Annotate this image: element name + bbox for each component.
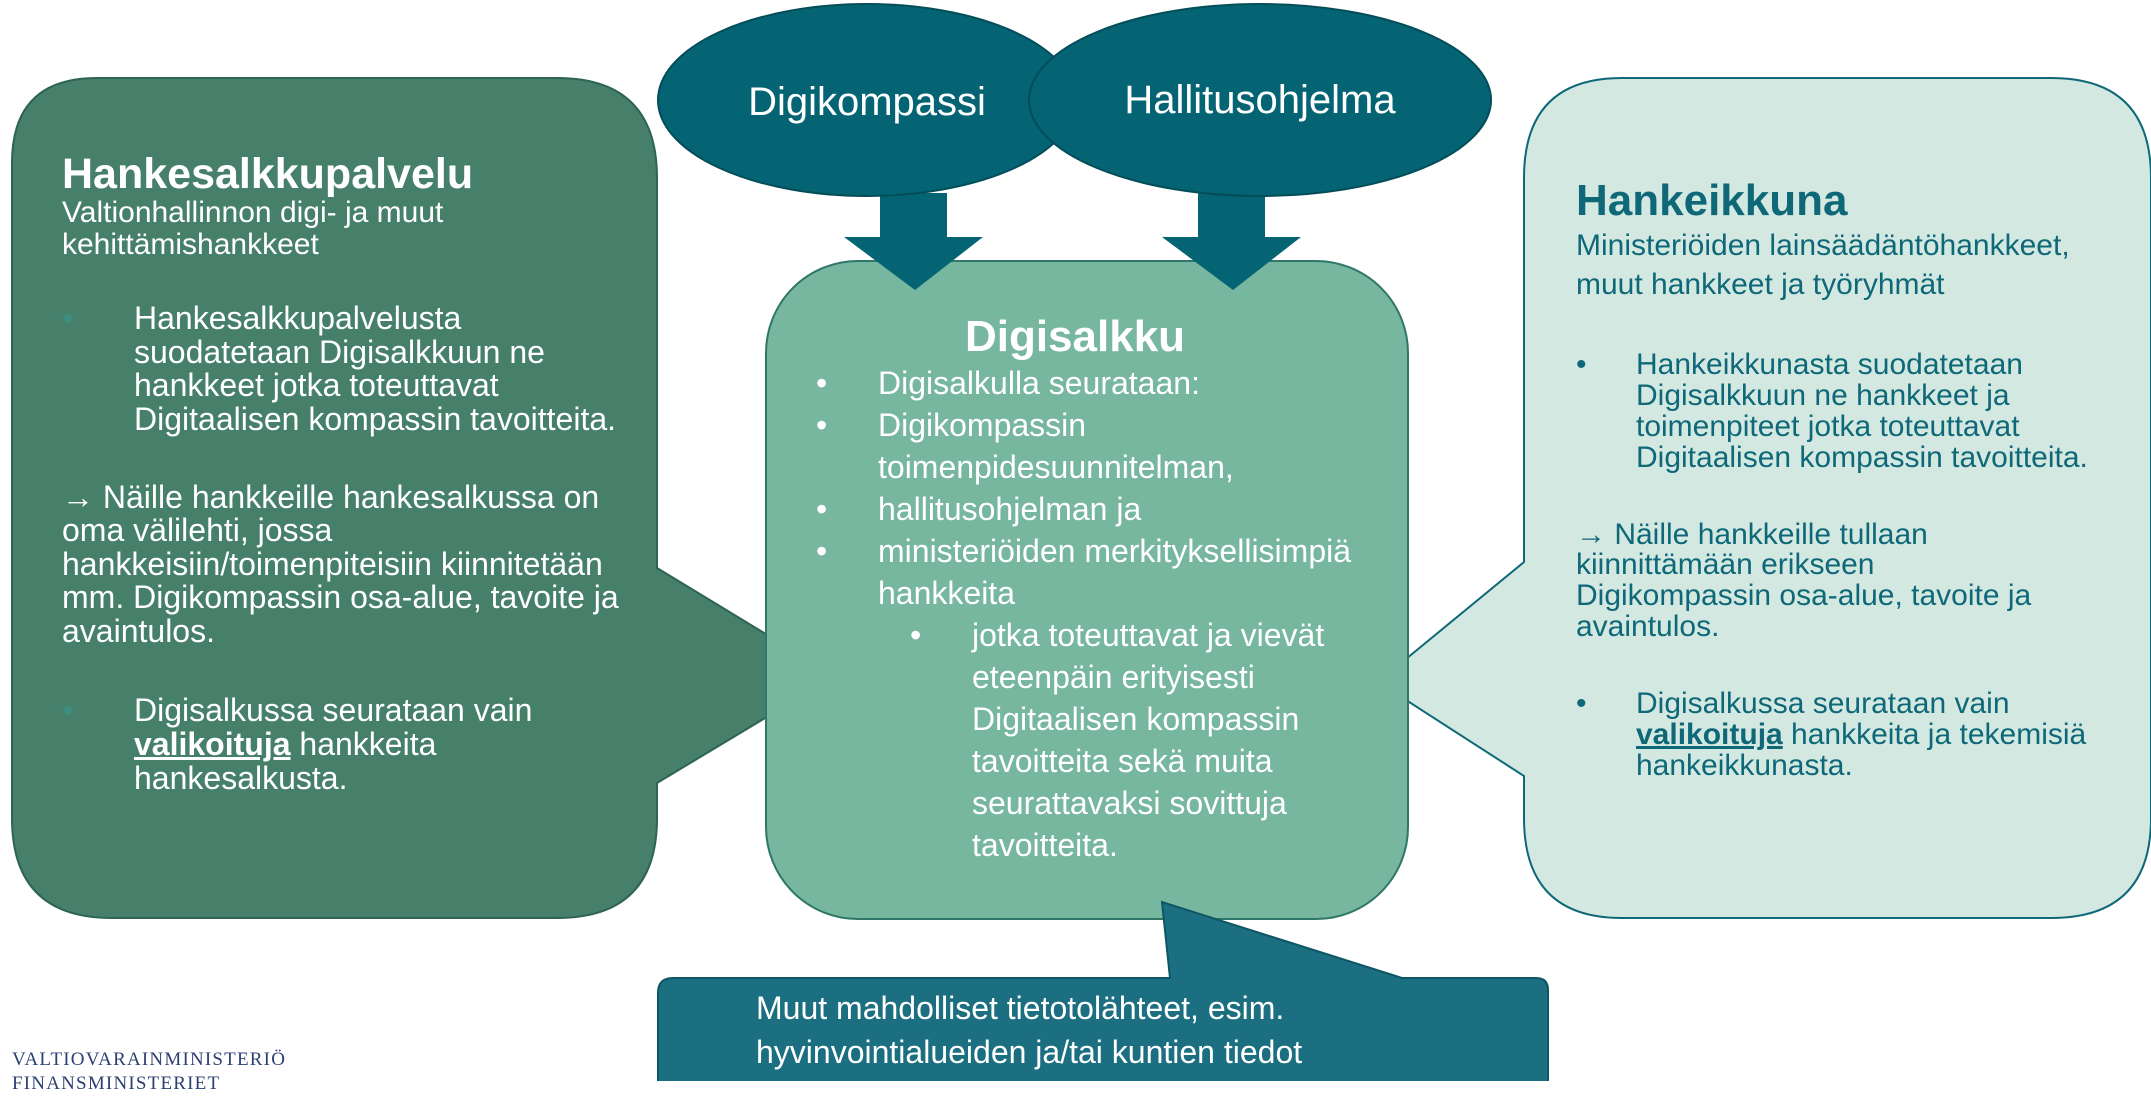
arrow-down-left <box>844 193 983 290</box>
hallitusohjelma-ellipse <box>1028 3 1492 197</box>
right-box-content: Hankeikkuna Ministeriöiden lainsäädäntöh… <box>1576 176 2121 782</box>
right-box-subtitle: Ministeriöiden lainsäädäntöhankkeet, muu… <box>1576 229 2070 301</box>
digikompassi-label: Digikompassi <box>748 80 986 124</box>
center-box-content: Digisalkku Digisalkulla seurataan: Digik… <box>800 312 1380 866</box>
left-box-arrow-text: → Näille hankkeille hankesalkussa on oma… <box>62 478 619 649</box>
bottom-callout-shape <box>657 900 1549 1081</box>
right-box-bullet: Hankeikkunasta suodatetaan Digisalkkuun … <box>1576 349 2096 474</box>
right-box-bullet: Digisalkussa seurataan vain valikoituja … <box>1576 688 2096 782</box>
right-box-title: Hankeikkuna <box>1576 176 1848 225</box>
right-box-emphasis: valikoituja <box>1636 718 1783 752</box>
left-box-content: Hankesalkkupalvelu Valtionhallinnon digi… <box>62 150 622 795</box>
arrow-down-right <box>1162 193 1301 290</box>
left-box-bullet: Digisalkussa seurataan vain valikoituja … <box>62 694 622 795</box>
center-box-bullet: ministeriöiden merkityksellisimpiä hankk… <box>800 530 1358 614</box>
logo-line-1: VALTIOVARAINMINISTERIÖ <box>12 1049 287 1070</box>
logo-line-2: FINANSMINISTERIET <box>12 1073 221 1094</box>
left-box-emphasis: valikoituja <box>134 726 291 763</box>
ministry-logo: VALTIOVARAINMINISTERIÖ FINANSMINISTERIET <box>12 1048 286 1096</box>
hallitusohjelma-label: Hallitusohjelma <box>1124 78 1396 122</box>
center-box-bullet: hallitusohjelman ja <box>800 488 1380 530</box>
center-box-bullet: Digikompassin toimenpidesuunnitelman, <box>800 404 1234 488</box>
left-box-subtitle: Valtionhallinnon digi- ja muut kehittämi… <box>62 196 444 261</box>
left-box-title: Hankesalkkupalvelu <box>62 150 474 198</box>
center-box-bullet: Digisalkulla seurataan: <box>800 362 1380 404</box>
right-box-arrow-text: → Näille hankkeille tullaan kiinnittämää… <box>1576 517 2032 644</box>
left-box-bullet: Hankesalkkupalvelusta suodatetaan Digisa… <box>62 301 622 436</box>
bottom-box-text: Muut mahdolliset tietotolähteet, esim. h… <box>756 990 1303 1070</box>
center-box-title: Digisalkku <box>964 312 1186 361</box>
center-box-subbullet: jotka toteuttavat ja vievät eteenpäin er… <box>800 614 1372 866</box>
